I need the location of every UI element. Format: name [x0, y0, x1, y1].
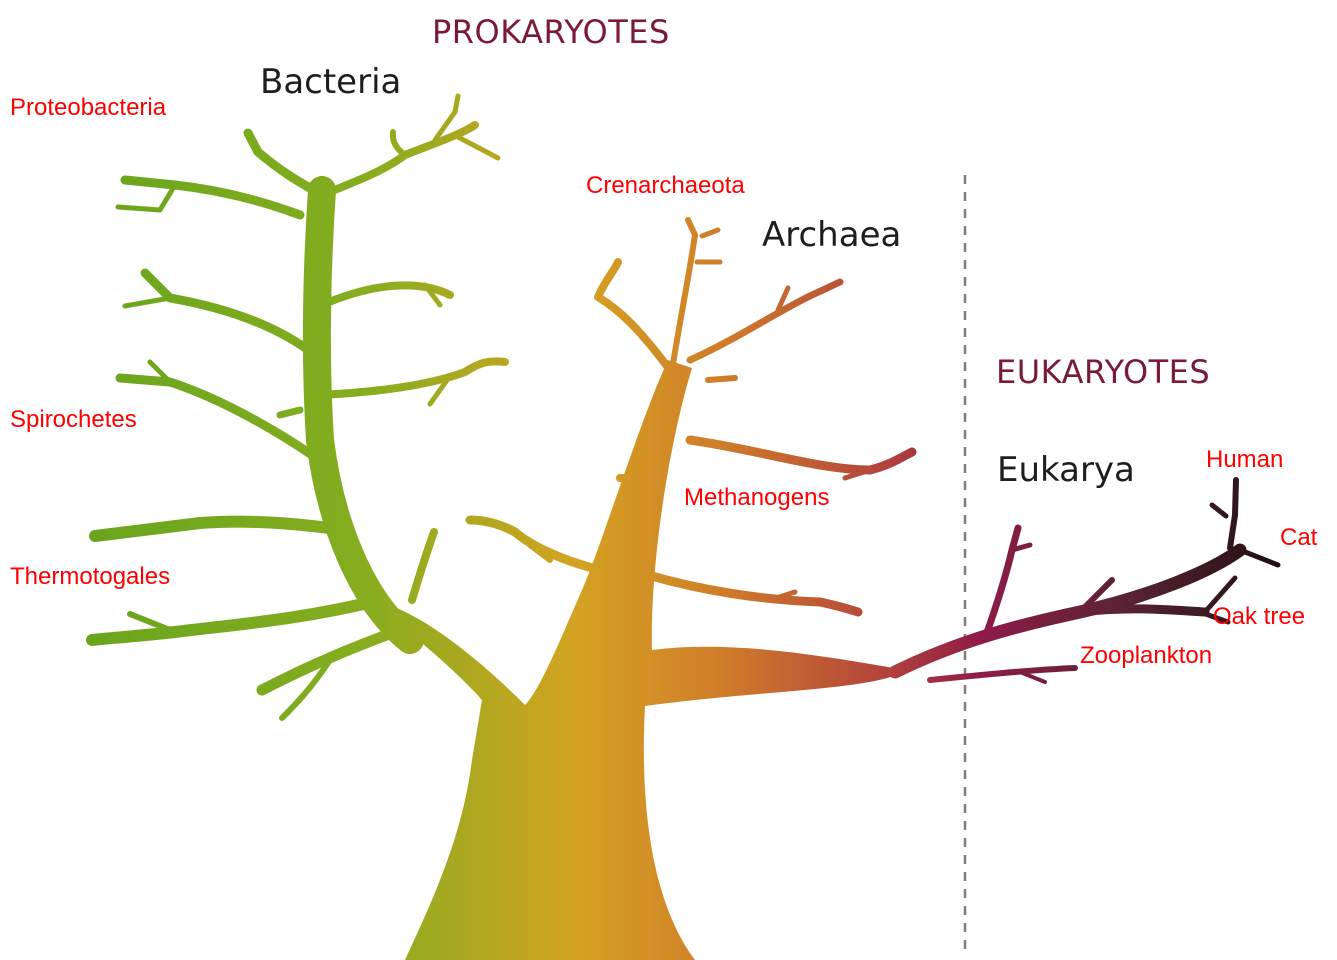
archaea-branches: [470, 220, 912, 612]
annotation-zooplankton: Zooplankton: [1080, 644, 1212, 668]
eukaryotes-title: EUKARYOTES: [996, 356, 1210, 388]
bacteria-branches: [92, 96, 505, 718]
annotation-proteobacteria: Proteobacteria: [10, 96, 166, 120]
tree-trunk: [372, 360, 905, 960]
annotation-oak-tree: Oak tree: [1213, 605, 1305, 629]
eukarya-label: Eukarya: [997, 453, 1135, 487]
annotation-crenarchaeota: Crenarchaeota: [586, 174, 745, 198]
annotation-methanogens: Methanogens: [684, 486, 829, 510]
prokaryotes-title: PROKARYOTES: [432, 16, 670, 48]
annotation-cat: Cat: [1280, 526, 1317, 550]
bacteria-label: Bacteria: [260, 65, 401, 99]
archaea-label: Archaea: [762, 218, 901, 252]
annotation-spirochetes: Spirochetes: [10, 408, 137, 432]
annotation-thermotogales: Thermotogales: [10, 565, 170, 589]
annotation-human: Human: [1206, 448, 1283, 472]
